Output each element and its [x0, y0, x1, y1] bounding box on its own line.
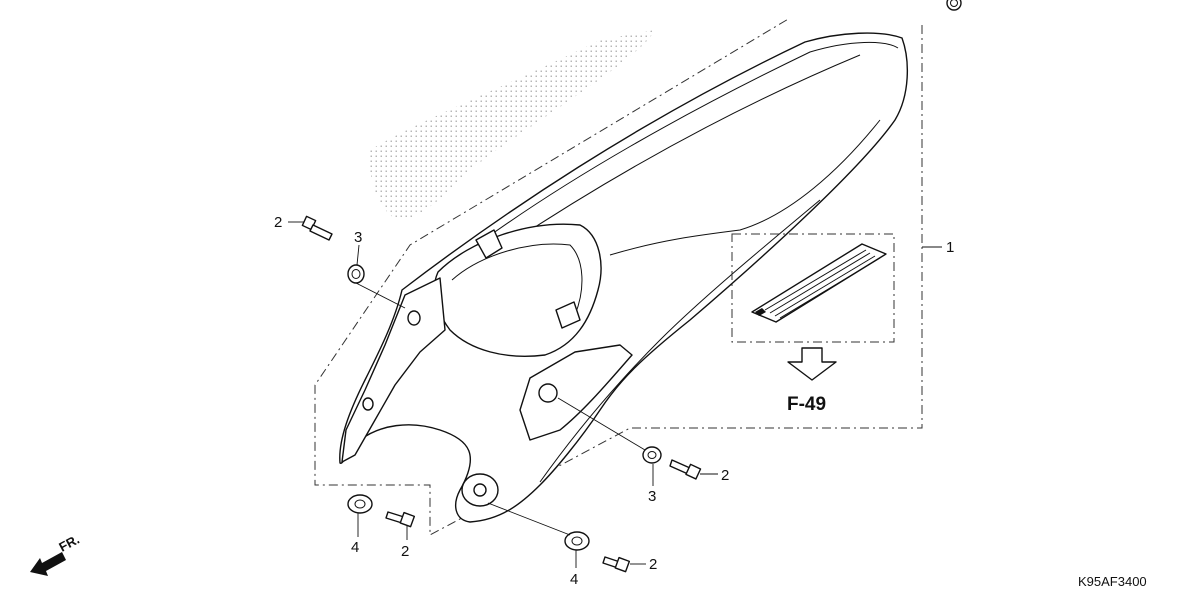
washer-lower-right [564, 531, 590, 551]
caution-label [751, 243, 887, 323]
bolt-right [669, 459, 702, 480]
fender-side-edge [539, 199, 821, 483]
callout-1: 1 [946, 239, 954, 256]
callout-4b: 4 [570, 571, 578, 588]
bolt-upper-left [301, 215, 333, 241]
callout-2c: 2 [401, 543, 409, 560]
collar-right [642, 446, 662, 464]
label-ref-box [731, 233, 895, 343]
fender-ridge [449, 41, 899, 266]
front-direction-arrow: FR. [30, 532, 82, 576]
leader-lower-right [487, 502, 571, 536]
right-bracket-hole [538, 383, 558, 403]
leader-right [557, 397, 646, 451]
bolt-lower-right [602, 556, 631, 573]
right-bracket [519, 344, 633, 441]
fender-shadow [369, 30, 655, 219]
left-bracket [341, 277, 446, 463]
ring-icon [946, 0, 962, 11]
callout-2d: 2 [649, 556, 657, 573]
clip-right [555, 301, 581, 329]
tail-opening-inner [451, 243, 583, 316]
section-ref: F-49 [787, 394, 826, 415]
assembly-outline [314, 17, 923, 536]
collar-upper-left [347, 264, 365, 284]
clip-upper [475, 229, 503, 259]
leader-3a [356, 244, 360, 266]
tail-opening [433, 223, 602, 357]
bolt-lower-left [385, 511, 416, 528]
left-bracket-hole [407, 310, 421, 326]
bottom-boss-hole [473, 483, 487, 497]
ref-arrow [787, 347, 837, 381]
callout-4a: 4 [351, 539, 359, 556]
fender-panel-line [609, 119, 881, 256]
leader-upper-left [355, 282, 406, 309]
callout-3a: 3 [354, 229, 362, 246]
washer-lower-left [347, 494, 373, 514]
diagram-code: K95AF3400 [1078, 574, 1147, 589]
fender-ridge-2 [499, 54, 861, 251]
callout-2b: 2 [721, 467, 729, 484]
left-bracket-hole-2 [362, 397, 374, 411]
callout-3b: 3 [648, 488, 656, 505]
direction-label: FR. [56, 532, 82, 555]
callout-2a: 2 [274, 214, 282, 231]
